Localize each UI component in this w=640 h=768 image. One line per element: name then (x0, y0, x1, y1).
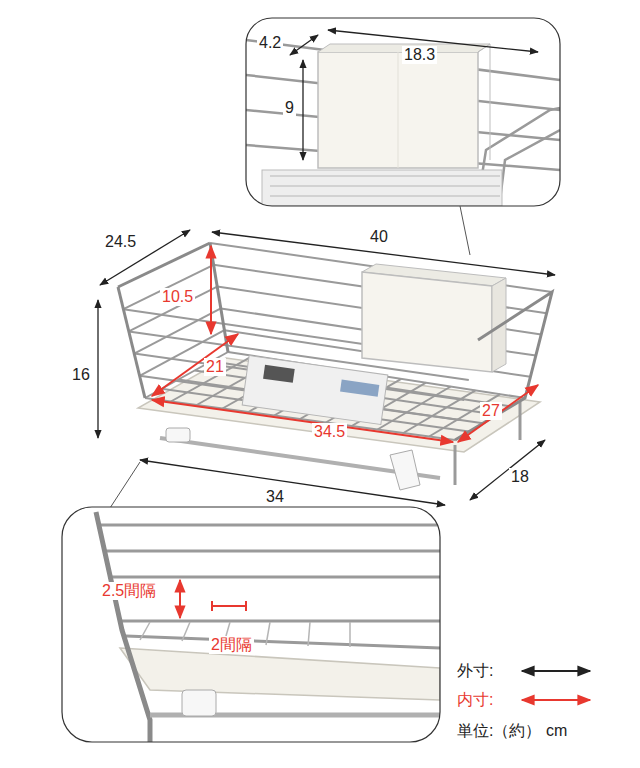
dimension-label: 16 (70, 366, 92, 384)
dimension-label: 18.3 (402, 46, 437, 64)
basket-wire (134, 308, 221, 353)
basket-wire (129, 287, 217, 332)
legend-text: 内寸: (455, 691, 495, 709)
legend-sample (522, 699, 590, 701)
dimension-label: 21 (204, 358, 226, 376)
legend-text: 外寸: (455, 662, 495, 680)
dimension-label: 9 (283, 99, 296, 117)
legend-sample (522, 670, 590, 672)
main-basket (118, 243, 552, 490)
dimension-label: 27 (480, 402, 502, 420)
bottom-inset (62, 507, 440, 742)
dimension-label: 40 (368, 228, 390, 246)
dimension-label: 24.5 (103, 233, 138, 251)
dimension-label: 10.5 (160, 288, 195, 306)
unit-note: 単位:（約） cm (455, 722, 569, 740)
dimension-label: 18 (509, 468, 531, 486)
top-inset (246, 18, 560, 206)
dimension-label: 2.5間隔 (100, 582, 158, 600)
dimension-label: 4.2 (257, 34, 283, 52)
dimension-label: 2間隔 (209, 636, 254, 654)
dimension-label: 34.5 (312, 423, 347, 441)
dimension-label: 34 (264, 488, 286, 506)
basket-wire (123, 265, 213, 309)
basket-wire (171, 356, 253, 402)
